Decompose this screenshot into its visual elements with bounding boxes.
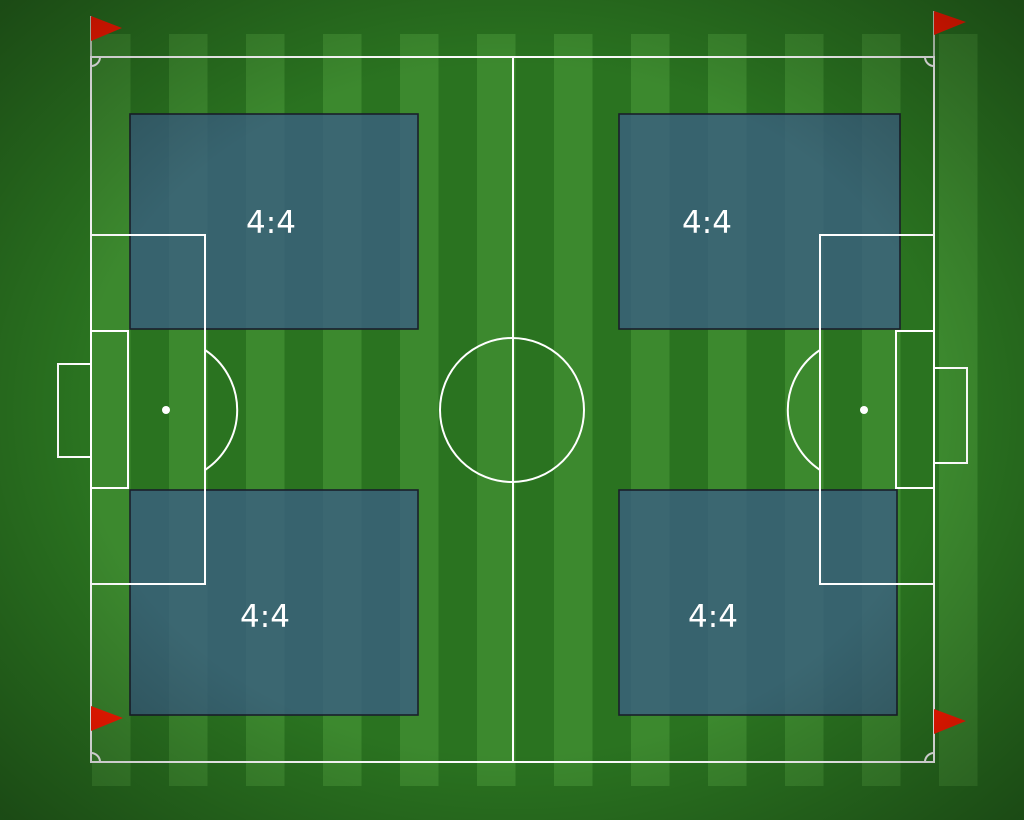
zone-label-top-left: 4:4	[246, 205, 296, 241]
grass-stripe	[477, 34, 516, 786]
grass-stripe	[939, 34, 978, 786]
grass-stripe	[554, 34, 593, 786]
zone-top-right	[618, 113, 901, 330]
zone-label-bottom-right: 4:4	[688, 599, 738, 635]
penalty-spot-left	[162, 406, 170, 414]
zone-label-top-right: 4:4	[682, 205, 732, 241]
zone-label-bottom-left: 4:4	[240, 599, 290, 635]
penalty-spot-right	[860, 406, 868, 414]
grass-stripe	[92, 34, 131, 786]
zone-bottom-right	[618, 489, 898, 716]
